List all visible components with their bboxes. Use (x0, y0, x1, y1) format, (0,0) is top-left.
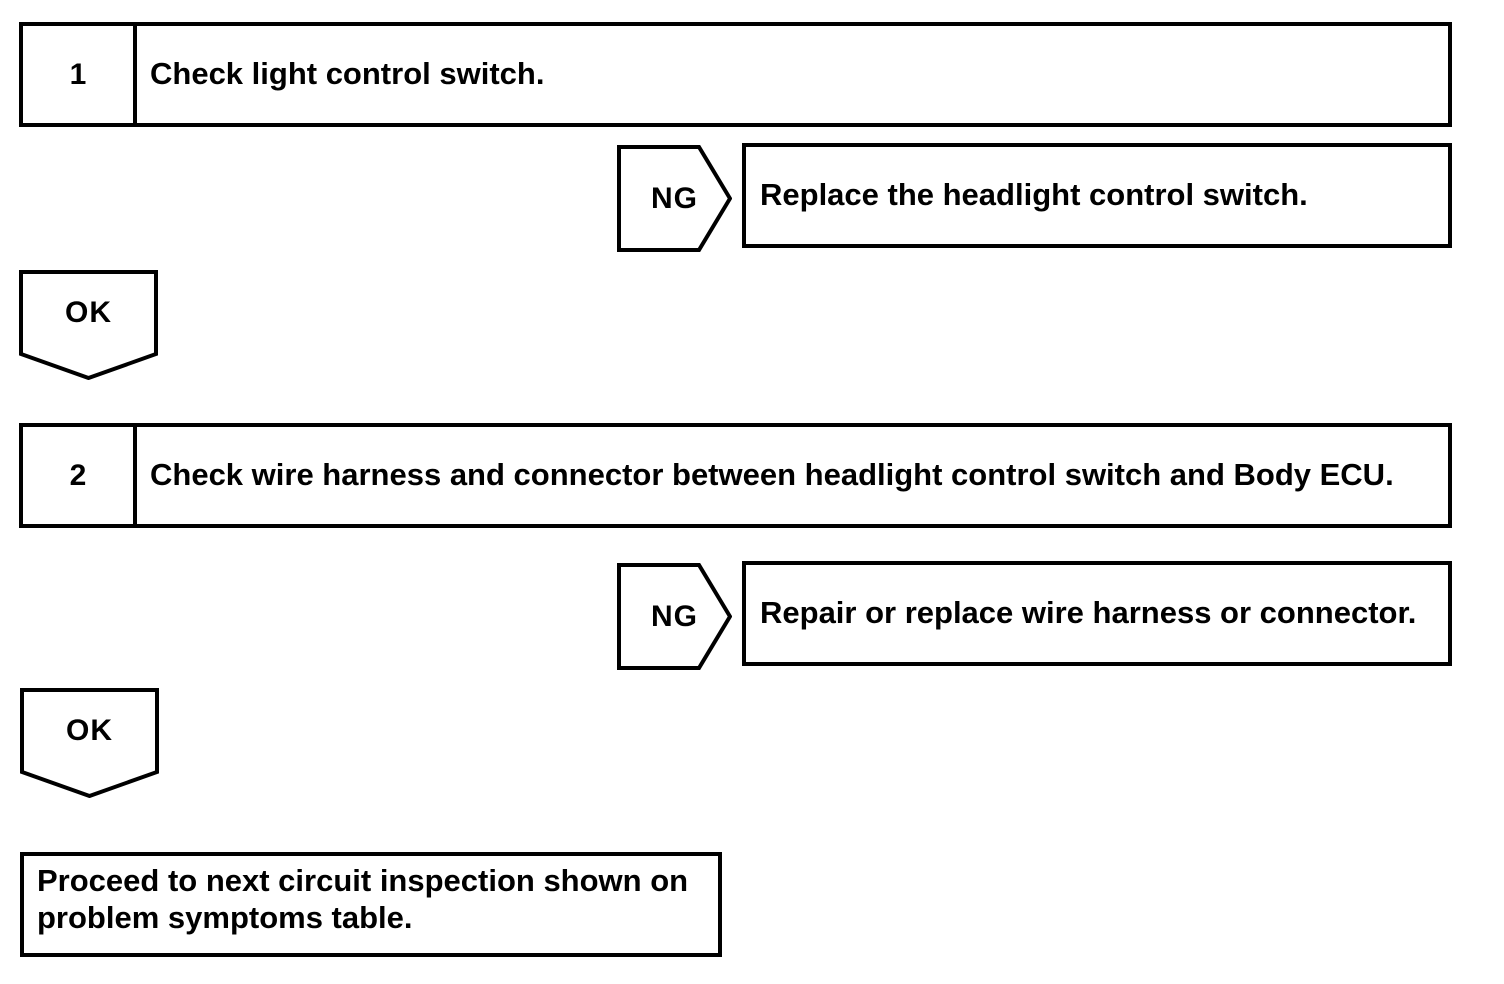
ng-action-text-2: Repair or replace wire harness or connec… (760, 595, 1417, 631)
step-1-instruction-text: Check light control switch. (150, 56, 545, 92)
final-action-box: Proceed to next circuit inspection shown… (20, 852, 722, 957)
ok-connector-1: OK (19, 270, 158, 380)
ng-action-box-2: Repair or replace wire harness or connec… (742, 561, 1452, 666)
ng-arrow-right-icon (617, 563, 732, 670)
step-2-instruction: Check wire harness and connector between… (137, 427, 1448, 524)
step-2-number: 2 (69, 458, 87, 492)
ng-action-box-1: Replace the headlight control switch. (742, 143, 1452, 248)
ok-arrow-down-icon (20, 688, 159, 798)
ok-label-1: OK (65, 296, 112, 329)
ok-label-2: OK (66, 714, 113, 747)
step-2-instruction-text: Check wire harness and connector between… (150, 457, 1394, 493)
step-1-number: 1 (69, 57, 87, 91)
ok-connector-2: OK (20, 688, 159, 798)
ng-connector-1: NG (617, 145, 732, 252)
final-action-text: Proceed to next circuit inspection shown… (37, 863, 689, 935)
ng-label-2: NG (651, 599, 698, 633)
step-1-box: 1 Check light control switch. (19, 22, 1452, 127)
step-1-instruction: Check light control switch. (137, 26, 1448, 123)
ng-arrow-right-icon (617, 145, 732, 252)
ng-connector-2: NG (617, 563, 732, 670)
step-2-number-cell: 2 (23, 427, 137, 524)
ok-arrow-down-icon (19, 270, 158, 380)
ng-label-1: NG (651, 181, 698, 215)
step-2-box: 2 Check wire harness and connector betwe… (19, 423, 1452, 528)
ng-action-text-1: Replace the headlight control switch. (760, 177, 1308, 213)
step-1-number-cell: 1 (23, 26, 137, 123)
